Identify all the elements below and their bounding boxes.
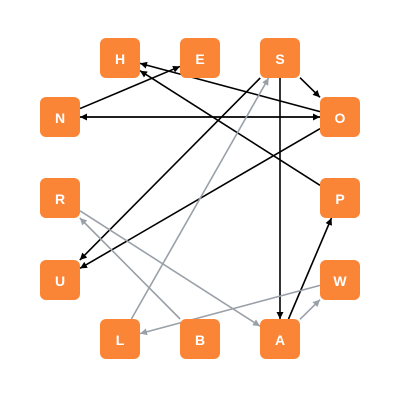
- edge-w-to-l: [139, 284, 321, 336]
- node-label: P: [335, 191, 344, 207]
- node-label: L: [116, 332, 125, 348]
- edges-layer: [79, 61, 333, 336]
- node-label: A: [275, 332, 285, 348]
- node-box: [40, 97, 80, 137]
- edge-a-to-p: [287, 217, 333, 320]
- node-u[interactable]: U: [40, 260, 80, 300]
- node-label: W: [333, 273, 347, 289]
- node-label: U: [55, 273, 65, 289]
- node-label: R: [55, 191, 65, 207]
- node-label: N: [55, 110, 65, 126]
- edge-n-to-e: [79, 65, 181, 110]
- nodes-layer: H E S N O R P U W L B A: [40, 38, 360, 359]
- node-a[interactable]: A: [260, 319, 300, 359]
- node-label: B: [195, 332, 205, 348]
- node-r[interactable]: R: [40, 178, 80, 218]
- node-label: S: [275, 51, 284, 67]
- node-label: O: [335, 110, 346, 126]
- node-box: [40, 178, 80, 218]
- node-box: [40, 260, 80, 300]
- node-e[interactable]: E: [180, 38, 220, 78]
- edge-s-to-u: [79, 77, 261, 261]
- edge-b-to-r: [79, 217, 181, 320]
- node-label: E: [195, 51, 204, 67]
- node-box: [100, 38, 140, 78]
- node-h[interactable]: H: [100, 38, 140, 78]
- node-w[interactable]: W: [320, 260, 360, 300]
- node-box: [320, 97, 360, 137]
- node-box: [260, 38, 300, 78]
- node-p[interactable]: P: [320, 178, 360, 218]
- node-label: H: [115, 51, 125, 67]
- node-box: [260, 319, 300, 359]
- node-l[interactable]: L: [100, 319, 140, 359]
- node-box: [180, 38, 220, 78]
- node-n[interactable]: N: [40, 97, 80, 137]
- node-box: [320, 260, 360, 300]
- node-b[interactable]: B: [180, 319, 220, 359]
- edge-r-to-a: [79, 210, 261, 327]
- node-box: [100, 319, 140, 359]
- edge-p-to-h: [139, 70, 321, 186]
- edge-a-to-w: [299, 299, 321, 320]
- node-box: [320, 178, 360, 218]
- node-box: [180, 319, 220, 359]
- edge-s-to-o: [299, 77, 321, 98]
- node-o[interactable]: O: [320, 97, 360, 137]
- edge-l-to-s: [130, 77, 270, 320]
- node-s[interactable]: S: [260, 38, 300, 78]
